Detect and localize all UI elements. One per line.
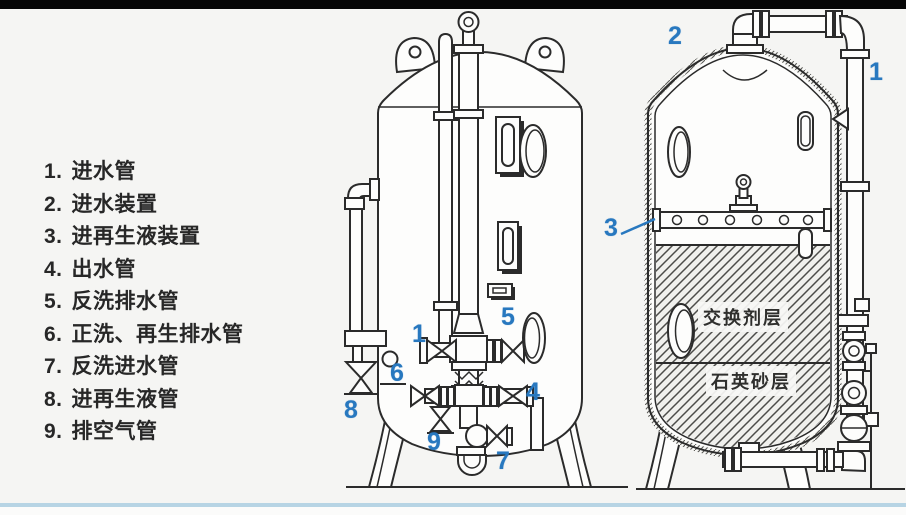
callout-front-9: 9 xyxy=(427,428,441,456)
legend-item: 8.进再生液管 xyxy=(44,387,180,411)
callout-front-8: 8 xyxy=(344,396,358,424)
vent-pipe xyxy=(452,11,485,334)
nameplate xyxy=(487,283,515,300)
legend-item: 3.进再生液装置 xyxy=(44,225,201,248)
callout-front-4: 4 xyxy=(526,378,540,406)
top-inlet-piping xyxy=(726,10,865,54)
callout-front-1: 1 xyxy=(412,320,426,348)
legend-item: 2.进水装置 xyxy=(44,192,158,216)
shell-outer-line xyxy=(647,46,839,457)
inlet-pipe xyxy=(433,32,458,347)
sand-layer-label: 石英砂层 xyxy=(706,366,796,396)
bottom-outlet-assembly xyxy=(456,405,513,476)
side-nozzle xyxy=(381,350,399,368)
legend-item: 5.反洗排水管 xyxy=(44,290,180,313)
manhole-port xyxy=(495,116,547,178)
legend-item: 9.排空气管 xyxy=(44,420,158,443)
lifting-lugs xyxy=(395,36,565,74)
callout-front-6: 6 xyxy=(390,359,404,387)
shell-inner-line xyxy=(654,54,832,450)
callout-section-2: 2 xyxy=(668,22,682,50)
legend-item: 1.进水管 xyxy=(44,160,137,183)
sight-glass xyxy=(497,221,522,274)
right-vertical-pipe xyxy=(831,49,879,489)
callout-front-7: 7 xyxy=(496,447,510,475)
drain-valve xyxy=(427,406,454,434)
bottom-outlet-piping xyxy=(722,442,844,472)
media-bed-hatch xyxy=(656,245,830,448)
regen-distributor xyxy=(652,174,832,232)
inlet-spray-arc xyxy=(722,69,768,81)
valve-handwheel xyxy=(842,339,866,363)
legend: 1.进水管 2.进水装置 3.进再生液装置 4.出水管 5.反洗排水管 6.正洗… xyxy=(44,156,244,449)
bottom-accent-line xyxy=(0,503,906,507)
backwash-outlet-port xyxy=(522,312,546,364)
regen-liquid-pipe xyxy=(343,178,387,395)
lower-manhole-oval xyxy=(667,303,695,359)
legend-item: 7.反洗进水管 xyxy=(44,355,180,378)
callout-section-3: 3 xyxy=(604,214,618,242)
callout-front-5: 5 xyxy=(501,303,515,331)
mid-right-slot xyxy=(798,228,813,259)
upper-manhole-oval xyxy=(667,126,691,178)
bottom-white-strip xyxy=(0,507,906,515)
legend-item: 6.正洗、再生排水管 xyxy=(44,322,244,346)
callout-section-1: 1 xyxy=(869,58,883,86)
callout-3-leader xyxy=(620,217,656,236)
front-view-drawing xyxy=(343,11,628,488)
upper-valve-manifold xyxy=(419,312,546,365)
section-view-drawing xyxy=(636,10,905,490)
exchange-layer-label: 交换剂层 xyxy=(698,302,788,332)
top-black-bar xyxy=(0,0,906,9)
legend-item: 4.出水管 xyxy=(44,257,137,281)
valve-handwheel xyxy=(841,380,867,406)
